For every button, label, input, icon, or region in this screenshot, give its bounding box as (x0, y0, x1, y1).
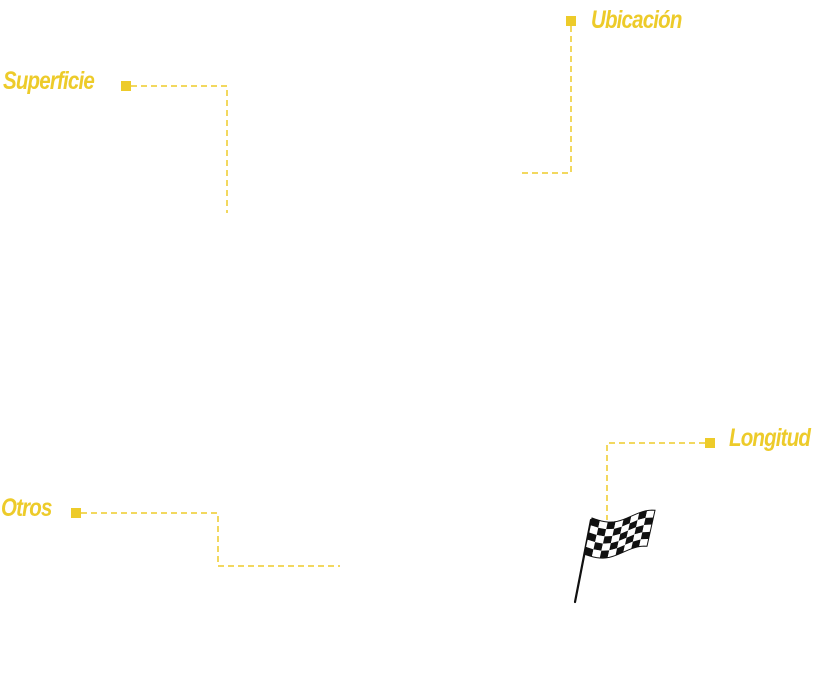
flag-cell (584, 546, 594, 557)
flag-cell (593, 542, 603, 551)
flag-outline (583, 509, 656, 559)
flag-checkers (583, 509, 656, 559)
flag-cell (598, 520, 608, 530)
flag-cell (618, 530, 629, 542)
flag-cell (596, 527, 607, 537)
flag-cell (643, 517, 654, 526)
flag-cell (640, 531, 651, 540)
flag-cell (621, 516, 632, 527)
flag-cell (617, 537, 627, 549)
flag-cell (610, 533, 621, 544)
flag-cell (612, 526, 622, 537)
leader-line-superficie (131, 85, 228, 213)
flag-cell (639, 539, 649, 547)
flag-cell (615, 544, 625, 556)
flag-cell (590, 518, 600, 528)
square-marker-icon (566, 16, 576, 26)
flag-cell (620, 523, 630, 534)
leader-line-ubicacion (522, 26, 572, 174)
label-superficie: Superficie (3, 67, 95, 95)
flag-cell (623, 541, 633, 553)
checkered-flag-icon (573, 509, 656, 604)
callout-superficie (121, 81, 228, 213)
flag-cell (606, 521, 616, 530)
leader-line-longitud (606, 442, 705, 520)
square-marker-icon (121, 81, 131, 91)
callout-longitud (606, 438, 715, 520)
flag-cell (629, 512, 640, 524)
flag-cell (602, 536, 613, 544)
flag-cell (636, 517, 646, 528)
flag-cell (634, 525, 644, 535)
flag-cell (585, 539, 596, 550)
flag-cell (642, 524, 652, 533)
flag-cell (609, 541, 619, 551)
flag-cell (628, 520, 638, 531)
callout-ubicacion (522, 16, 576, 174)
square-marker-icon (71, 508, 81, 518)
flag-cell (624, 534, 635, 545)
flag-cell (599, 550, 610, 559)
flag-cell (595, 534, 605, 544)
label-longitud: Longitud (729, 424, 811, 452)
flag-cell (626, 527, 637, 538)
flag-cell (591, 549, 602, 559)
flag-cell (645, 510, 655, 518)
callout-otros (71, 508, 340, 567)
square-marker-icon (705, 438, 715, 448)
label-otros: Otros (1, 494, 52, 522)
flag-cell (632, 532, 643, 542)
label-ubicacion: Ubicación (591, 6, 682, 34)
flag-cell (587, 532, 597, 543)
flag-cell (588, 525, 599, 535)
flag-cell (604, 528, 615, 537)
flag-cell (601, 543, 611, 551)
leader-line-otros (81, 512, 340, 567)
